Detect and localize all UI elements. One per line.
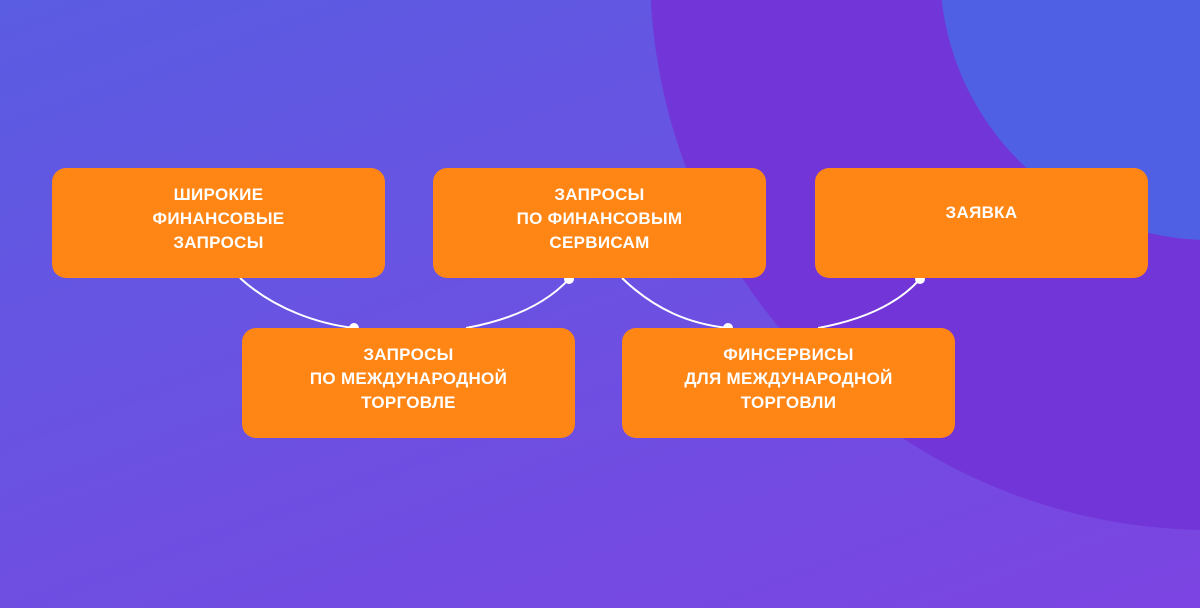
step-label-line: ПО ФИНАНСОВЫМ [516, 209, 683, 228]
step-label-line: ТОРГОВЛЕ [361, 393, 456, 412]
step-financial-services-requests: ЗАПРОСЫ ПО ФИНАНСОВЫМ СЕРВИСАМ [433, 168, 766, 278]
step-label-line: СЕРВИСАМ [549, 233, 650, 252]
connector-2-5 [621, 277, 729, 329]
step-label-line: ЗАПРОСЫ [173, 233, 264, 252]
connector-1-4 [239, 277, 355, 329]
step-label-line: ДЛЯ МЕЖДУНАРОДНОЙ [684, 369, 893, 388]
step-label-line: ФИНСЕРВИСЫ [723, 345, 854, 364]
step-label-line: ПО МЕЖДУНАРОДНОЙ [309, 369, 508, 388]
step-label-line: ШИРОКИЕ [173, 185, 264, 204]
step-label-line: ЗАПРОСЫ [363, 345, 454, 364]
step-finservices-international-trade: ФИНСЕРВИСЫ ДЛЯ МЕЖДУНАРОДНОЙ ТОРГОВЛИ [622, 328, 955, 438]
step-label-line: ФИНАНСОВЫЕ [152, 209, 285, 228]
connector-5-3 [817, 278, 921, 329]
step-label-line: ТОРГОВЛИ [740, 393, 837, 412]
step-application: ЗАЯВКА [815, 168, 1148, 278]
step-international-trade-requests: ЗАПРОСЫ ПО МЕЖДУНАРОДНОЙ ТОРГОВЛЕ [242, 328, 575, 438]
step-label-line: ЗАПРОСЫ [554, 185, 645, 204]
connector-4-2 [465, 278, 570, 329]
step-label-line: ЗАЯВКА [945, 203, 1018, 222]
connectors [239, 277, 921, 329]
step-broad-financial-requests: ШИРОКИЕ ФИНАНСОВЫЕ ЗАПРОСЫ [52, 168, 385, 278]
